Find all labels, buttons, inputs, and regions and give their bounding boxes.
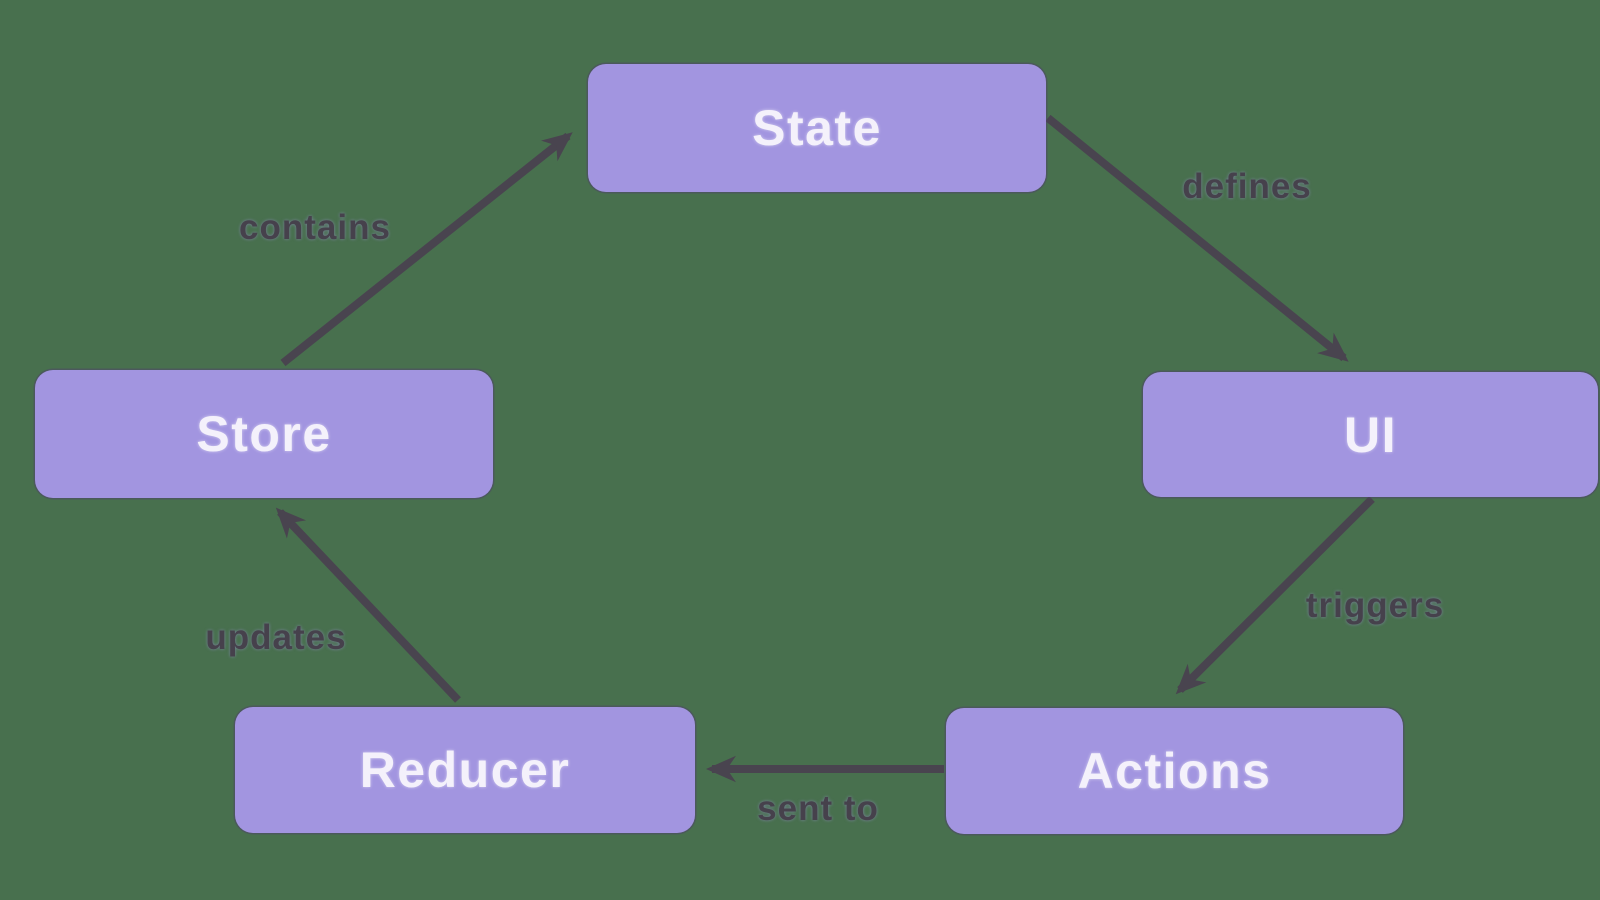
arrow-state-to-ui [1045,114,1349,362]
node-reducer-label: Reducer [359,742,571,798]
edge-label-defines: defines [1182,167,1312,206]
node-ui: UI [1143,372,1598,497]
edge-label-updates: updates [205,618,347,657]
arrow-store-to-state [280,132,573,367]
node-actions-label: Actions [1077,743,1272,799]
arrow-ui-to-actions [1175,496,1375,695]
node-reducer: Reducer [235,707,695,833]
edge-label-sent-to: sent to [757,789,879,828]
node-state-label: State [752,100,882,156]
node-ui-label: UI [1344,406,1397,463]
node-state: State [588,64,1046,192]
edge-label-triggers: triggers [1305,586,1445,625]
node-store-label: Store [196,406,332,462]
arrow-reducer-to-store [275,507,461,703]
node-store: Store [35,370,493,498]
node-actions: Actions [946,708,1403,834]
edge-label-contains: contains [239,208,391,247]
